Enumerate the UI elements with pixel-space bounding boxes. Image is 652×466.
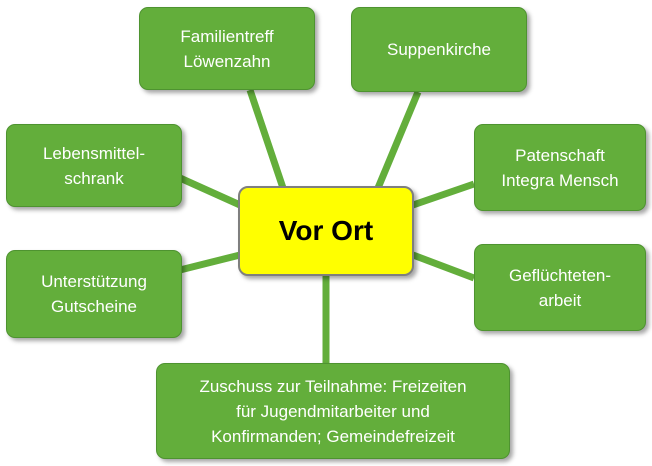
node-zuschuss-label: Zuschuss zur Teilnahme: Freizeiten für J… <box>199 376 467 446</box>
node-patenschaft-label: Patenschaft Integra Mensch <box>501 145 619 190</box>
node-lebensmittelschrank-label: Lebensmittel- schrank <box>42 143 146 188</box>
node-gefluechtetenarbeit: Geflüchteten- arbeit <box>474 244 646 331</box>
node-familientreff: Familientreff Löwenzahn <box>139 7 315 90</box>
node-gefluechtetenarbeit-label: Geflüchteten- arbeit <box>508 265 612 310</box>
node-unterstuetzung-label: Unterstützung Gutscheine <box>41 272 147 316</box>
center-node-label: Vor Ort <box>278 215 374 246</box>
center-node-vor-ort: Vor Ort <box>238 186 414 276</box>
connector-patenschaft <box>411 180 476 209</box>
node-familientreff-label: Familientreff Löwenzahn <box>180 26 274 71</box>
node-patenschaft: Patenschaft Integra Mensch <box>474 124 646 211</box>
node-zuschuss: Zuschuss zur Teilnahme: Freizeiten für J… <box>156 363 510 459</box>
connector-lebensmittelschrank <box>178 174 242 209</box>
connector-suppenkirche <box>374 90 422 190</box>
node-suppenkirche-label: Suppenkirche <box>387 40 491 59</box>
connector-gefluechtetenarbeit <box>411 251 476 282</box>
connector-unterstuetzung <box>179 251 241 274</box>
connector-familientreff <box>246 88 287 190</box>
node-suppenkirche: Suppenkirche <box>351 7 527 92</box>
node-lebensmittelschrank: Lebensmittel- schrank <box>6 124 182 207</box>
node-unterstuetzung: Unterstützung Gutscheine <box>6 250 182 338</box>
